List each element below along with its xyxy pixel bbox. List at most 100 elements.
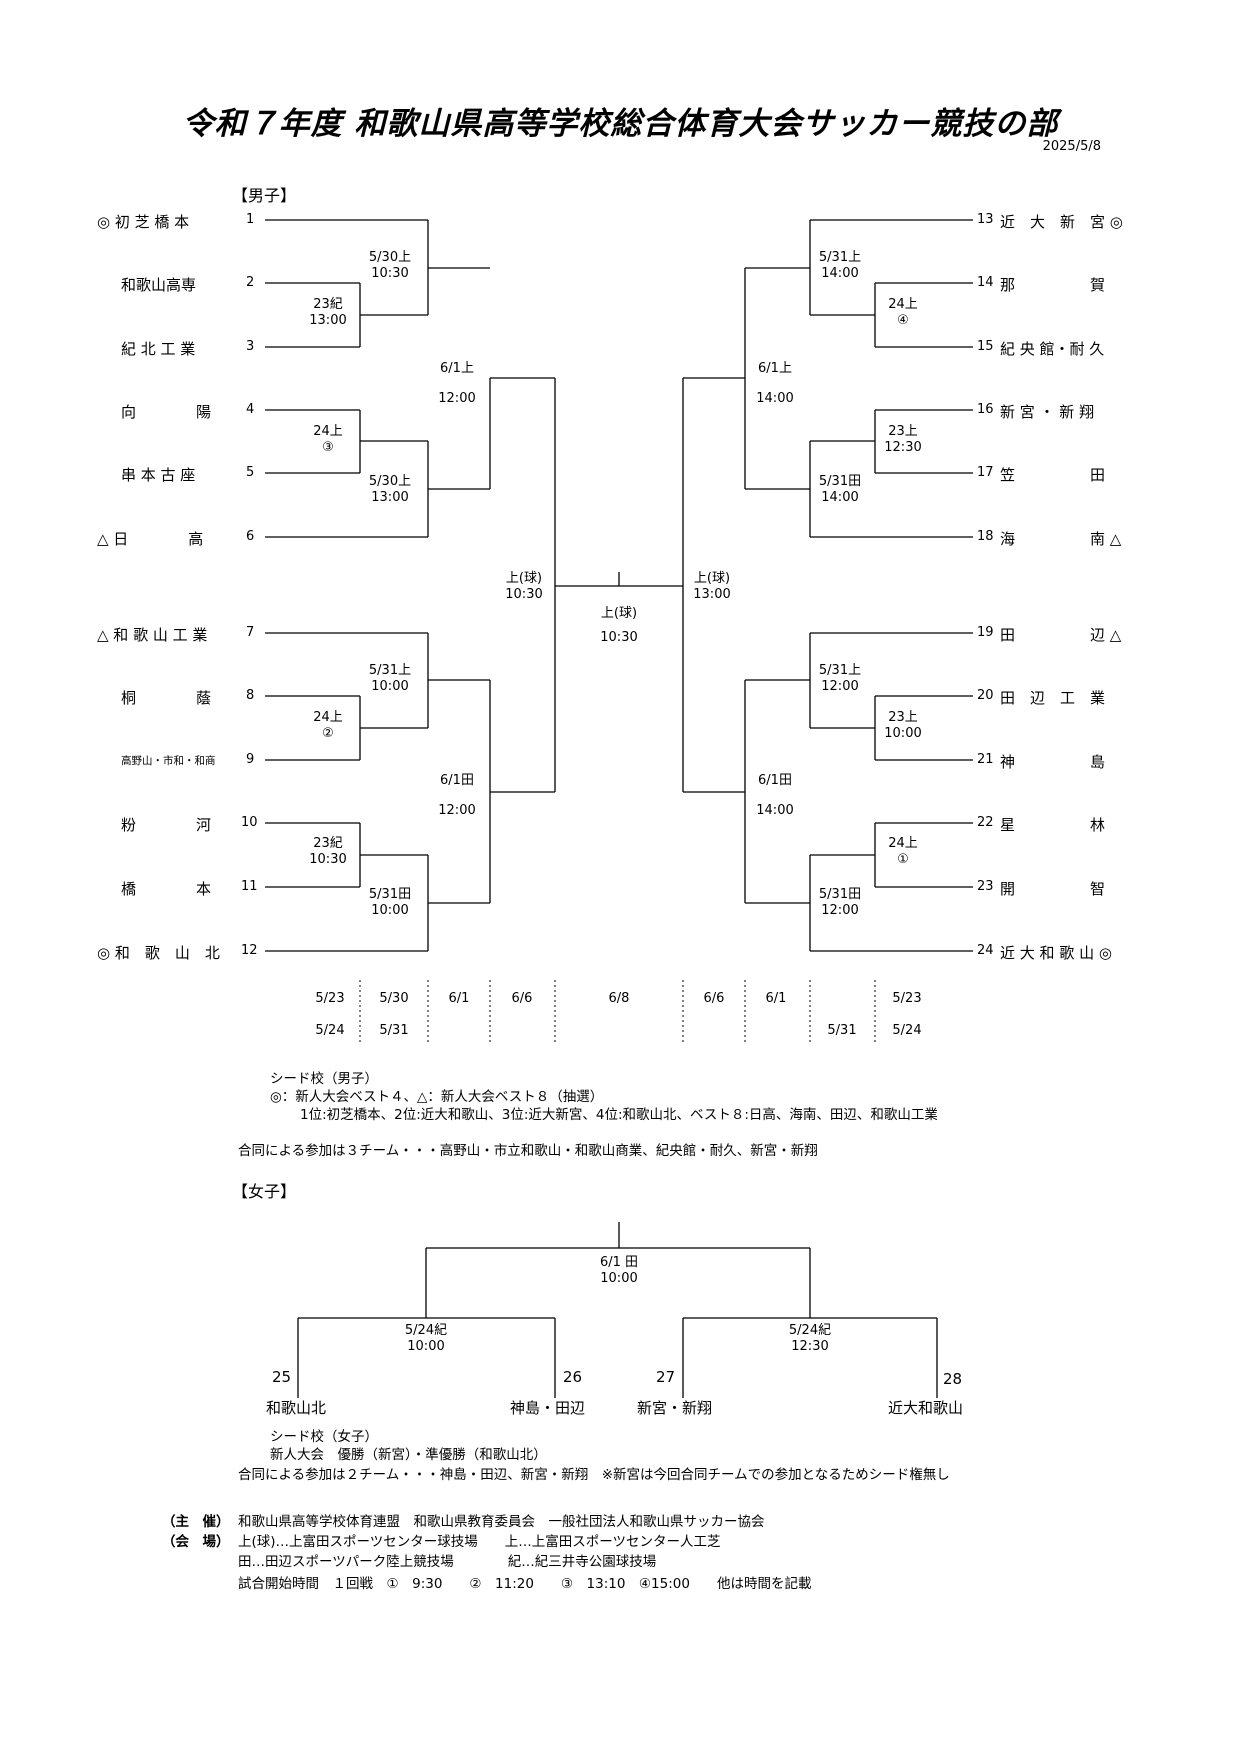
team-number: 3 <box>246 339 255 354</box>
team-name: △ 日 高 <box>97 530 204 548</box>
team-number: 9 <box>246 752 255 767</box>
team-number: 23 <box>977 879 994 894</box>
team-number: 5 <box>246 465 255 480</box>
team-number: 24 <box>977 943 994 958</box>
girls-seed-line: 新人大会 優勝（新宮）・準優勝（和歌山北） <box>270 1447 547 1463</box>
team-name: 田 辺 △ <box>1000 626 1122 644</box>
team-number: 2 <box>246 275 255 290</box>
team-number: 4 <box>246 402 255 417</box>
match-label: 上(球)10:30 <box>505 571 543 602</box>
team-number: 13 <box>977 212 994 227</box>
round-date: 5/24 <box>892 1023 922 1038</box>
team-number: 16 <box>977 402 994 417</box>
venue-line-2: 田…田辺スポーツパーク陸上競技場 紀…紀三井寺公園球技場 <box>238 1554 657 1570</box>
round-date: 6/1 <box>765 991 787 1006</box>
boys-joint-teams: 合同による参加は３チーム・・・高野山・市立和歌山・和歌山商業、紀央館・耐久、新宮… <box>238 1143 818 1159</box>
boys-seed-title: シード校（男子） <box>270 1071 378 1087</box>
team-name: 近 大 和 歌 山 ◎ <box>1000 944 1112 962</box>
team-number: 6 <box>246 529 255 544</box>
team-name: 田 辺 工 業 <box>1000 689 1106 707</box>
team-number: 18 <box>977 529 994 544</box>
team-name: 和歌山高専 <box>121 276 197 294</box>
team-number: 7 <box>246 625 255 640</box>
round-date: 5/31 <box>379 1023 409 1038</box>
team-number: 22 <box>977 815 994 830</box>
round-date: 6/8 <box>608 991 630 1006</box>
team-name: 神島・田辺 <box>510 1399 586 1417</box>
round-date: 5/24 <box>315 1023 345 1038</box>
match-label: 上(球)13:00 <box>693 571 731 602</box>
team-number: 28 <box>943 1370 963 1388</box>
team-number: 25 <box>272 1368 292 1386</box>
venue-line-1: 上(球)…上富田スポーツセンター球技場 上…上富田スポーツセンター人工芝 <box>238 1534 721 1550</box>
team-number: 20 <box>977 688 994 703</box>
boys-seed-list: 1位:初芝橋本、2位:近大和歌山、3位:近大新宮、4位:和歌山北、ベスト８:日高… <box>300 1107 938 1123</box>
team-name: 新 宮 ・ 新 翔 <box>1000 403 1095 421</box>
girls-seed-title: シード校（女子） <box>270 1429 378 1445</box>
team-number: 27 <box>656 1368 676 1386</box>
team-name: ◎ 初 芝 橋 本 <box>97 213 190 231</box>
team-name: 海 南 △ <box>1000 530 1122 548</box>
team-name: 神 島 <box>1000 753 1106 771</box>
team-name: 高野山・市和・和商 <box>121 755 216 767</box>
team-name: 橋 本 <box>121 880 212 898</box>
team-number: 15 <box>977 339 994 354</box>
team-name: 開 智 <box>1000 880 1106 898</box>
team-name: 串 本 古 座 <box>121 466 196 484</box>
team-number: 21 <box>977 752 994 767</box>
round-date: 6/1 <box>448 991 470 1006</box>
team-name: 笠 田 <box>1000 466 1106 484</box>
host-label: （主 催） <box>162 1514 230 1530</box>
team-number: 14 <box>977 275 994 290</box>
boys-seed-legend: ◎：新人大会ベスト４、△：新人大会ベスト８（抽選） <box>270 1089 604 1105</box>
team-number: 8 <box>246 688 255 703</box>
team-name: 紀 北 工 業 <box>121 340 196 358</box>
round-date: 5/30 <box>379 991 409 1006</box>
team-name: 紀 央 館・耐 久 <box>1000 340 1105 358</box>
team-name: 桐 蔭 <box>121 689 212 707</box>
document-date: 2025/5/8 <box>1042 139 1101 154</box>
boys-section-label: 【男子】 <box>232 186 297 205</box>
host-text: 和歌山県高等学校体育連盟 和歌山県教育委員会 一般社団法人和歌山県サッカー協会 <box>238 1514 765 1530</box>
team-name: 粉 河 <box>121 816 212 834</box>
match-label: 上(球)10:30 <box>600 606 638 645</box>
team-number: 17 <box>977 465 994 480</box>
team-number: 12 <box>241 943 258 958</box>
round-date: 5/31 <box>827 1023 857 1038</box>
team-number: 11 <box>241 879 258 894</box>
team-name: 和歌山北 <box>266 1399 327 1417</box>
team-name: 近 大 新 宮 ◎ <box>1000 213 1123 231</box>
round-date: 6/6 <box>511 991 533 1006</box>
start-times: 試合開始時間 １回戦 ① 9:30 ② 11:20 ③ 13:10 ④15:00… <box>238 1576 812 1592</box>
team-number: 19 <box>977 625 994 640</box>
page-title: 令和７年度 和歌山県高等学校総合体育大会サッカー競技の部 <box>182 106 1059 142</box>
round-date: 6/6 <box>703 991 725 1006</box>
team-number: 10 <box>241 815 258 830</box>
team-number: 1 <box>246 212 255 227</box>
team-name: 向 陽 <box>121 403 212 421</box>
girls-joint-teams: 合同による参加は２チーム・・・神島・田辺、新宮・新翔 ※新宮は今回合同チームでの… <box>238 1467 950 1483</box>
